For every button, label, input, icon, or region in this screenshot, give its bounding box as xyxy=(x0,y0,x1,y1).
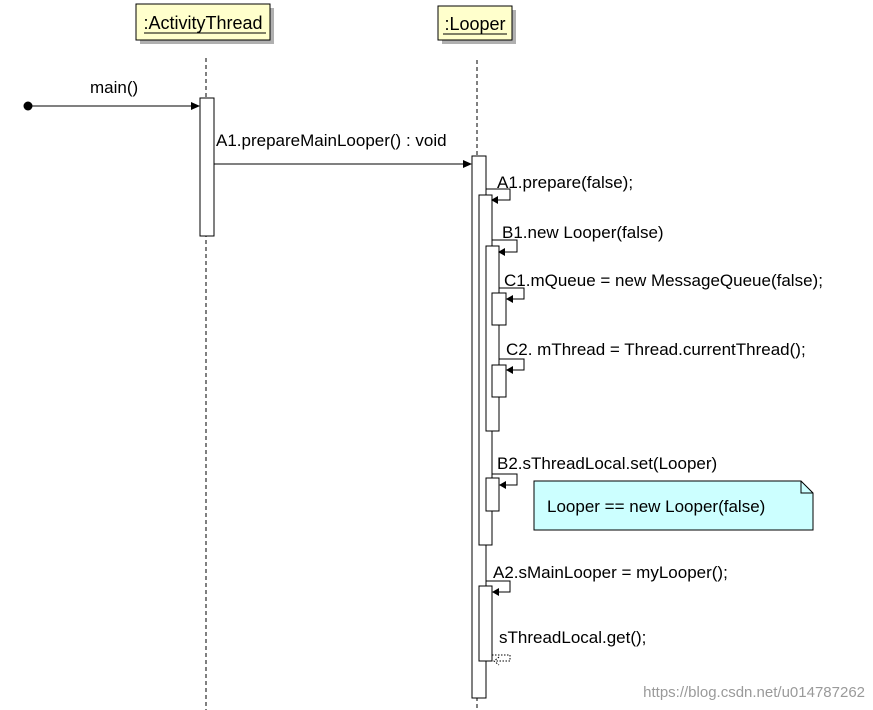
message-new-looper[interactable]: B1.new Looper(false) xyxy=(492,223,664,256)
message-mqueue[interactable]: C1.mQueue = new MessageQueue(false); xyxy=(499,271,823,303)
message-main-label: main() xyxy=(90,78,138,97)
message-mthread[interactable]: C2. mThread = Thread.currentThread(); xyxy=(499,340,806,374)
looper-object[interactable]: :Looper xyxy=(437,5,516,44)
looper-title: :Looper xyxy=(444,14,505,34)
message-mthread-label: C2. mThread = Thread.currentThread(); xyxy=(506,340,806,359)
message-sthreadlocal-set[interactable]: B2.sThreadLocal.set(Looper) xyxy=(492,454,717,489)
message-prepare[interactable]: A1.prepare(false); xyxy=(486,173,633,204)
activity-thread-activation xyxy=(199,97,215,237)
note-box[interactable]: Looper == new Looper(false) xyxy=(533,480,814,531)
message-sthreadlocal-set-label: B2.sThreadLocal.set(Looper) xyxy=(497,454,717,473)
message-prepare-main-looper[interactable]: A1.prepareMainLooper() : void xyxy=(214,131,472,168)
mthread-activation xyxy=(491,364,507,398)
mqueue-activation xyxy=(491,292,507,326)
activity-thread-title: :ActivityThread xyxy=(143,13,262,33)
message-prepare-main-looper-label: A1.prepareMainLooper() : void xyxy=(216,131,447,150)
message-new-looper-label: B1.new Looper(false) xyxy=(502,223,664,242)
message-smainlooper[interactable]: A2.sMainLooper = myLooper(); xyxy=(486,563,728,596)
message-main[interactable]: main() xyxy=(23,78,200,111)
new-looper-activation xyxy=(485,245,500,432)
message-smainlooper-label: A2.sMainLooper = myLooper(); xyxy=(493,563,728,582)
note-text: Looper == new Looper(false) xyxy=(547,497,765,516)
sthreadlocal-set-activation xyxy=(485,477,500,512)
message-sthreadlocal-get-label: sThreadLocal.get(); xyxy=(499,628,646,647)
message-mqueue-label: C1.mQueue = new MessageQueue(false); xyxy=(504,271,823,290)
watermark: https://blog.csdn.net/u014787262 xyxy=(643,684,865,701)
smainlooper-activation xyxy=(478,585,493,662)
message-prepare-label: A1.prepare(false); xyxy=(497,173,633,192)
activity-thread-object[interactable]: :ActivityThread xyxy=(135,3,274,44)
message-sthreadlocal-get[interactable]: sThreadLocal.get(); xyxy=(492,628,646,666)
